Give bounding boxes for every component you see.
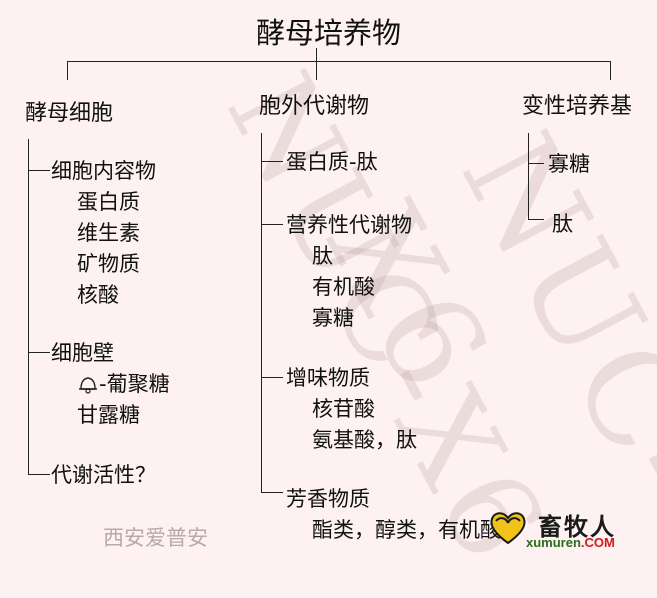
list-item: -葡聚糖 (77, 368, 170, 398)
beta-symbol-icon (77, 374, 99, 394)
group-protein-peptide: 蛋白质-肽 (286, 150, 378, 174)
col2-branch-4 (261, 492, 283, 493)
list-item: 氨基酸，肽 (312, 428, 417, 452)
connector-title-stem (316, 48, 317, 61)
list-item: 酯类，醇类，有机酸 (312, 518, 501, 542)
group-metabolic-activity: 代谢活性？ (51, 463, 156, 487)
group-flavor-enhancers: 增味物质 (286, 366, 370, 390)
col3-branch-1 (528, 163, 544, 164)
heart-logo-icon (490, 512, 526, 545)
group-peptide: 肽 (552, 212, 573, 236)
col1-branch-2 (28, 352, 50, 353)
source-caption: 西安爱普安 (103, 526, 208, 550)
col1-branch-1 (28, 170, 50, 171)
site-logo[interactable]: 畜牧人 xumuren.COM (488, 505, 656, 554)
connector-col1 (67, 61, 68, 80)
list-item: 寡糖 (312, 306, 354, 330)
list-item: 有机酸 (312, 275, 375, 299)
list-item: 肽 (312, 244, 333, 268)
col2-branch-1 (261, 161, 283, 162)
col1-branch-3 (28, 474, 50, 475)
connector-col3 (610, 61, 611, 80)
column-heading-modified-medium: 变性培养基 (522, 94, 633, 119)
connector-top-bar (67, 61, 611, 62)
logo-url: xumuren.COM (526, 535, 615, 550)
list-item: 蛋白质 (77, 190, 140, 214)
group-cell-wall: 细胞壁 (51, 341, 114, 365)
col2-branch-2 (261, 224, 283, 225)
col2-spine (261, 133, 262, 493)
group-cell-contents: 细胞内容物 (51, 159, 156, 183)
connector-col2 (316, 61, 317, 80)
group-nutritional-metabolites: 营养性代谢物 (286, 213, 412, 237)
list-item: 甘露糖 (77, 403, 140, 427)
list-item: 维生素 (77, 221, 140, 245)
group-aroma-substances: 芳香物质 (286, 487, 370, 511)
group-oligosaccharide: 寡糖 (548, 152, 590, 176)
column-heading-yeast-cell: 酵母细胞 (25, 101, 114, 126)
diagram-title: 酵母培养物 (255, 16, 401, 50)
col3-branch-2 (528, 219, 544, 220)
col2-branch-3 (261, 377, 283, 378)
column-heading-extracellular: 胞外代谢物 (259, 94, 370, 119)
list-item: 核苷酸 (312, 397, 375, 421)
list-item: 核酸 (77, 283, 119, 307)
col3-spine (528, 133, 529, 220)
logo-name: 畜牧人 (538, 513, 616, 541)
list-item: 矿物质 (77, 252, 140, 276)
col1-spine (28, 139, 29, 475)
